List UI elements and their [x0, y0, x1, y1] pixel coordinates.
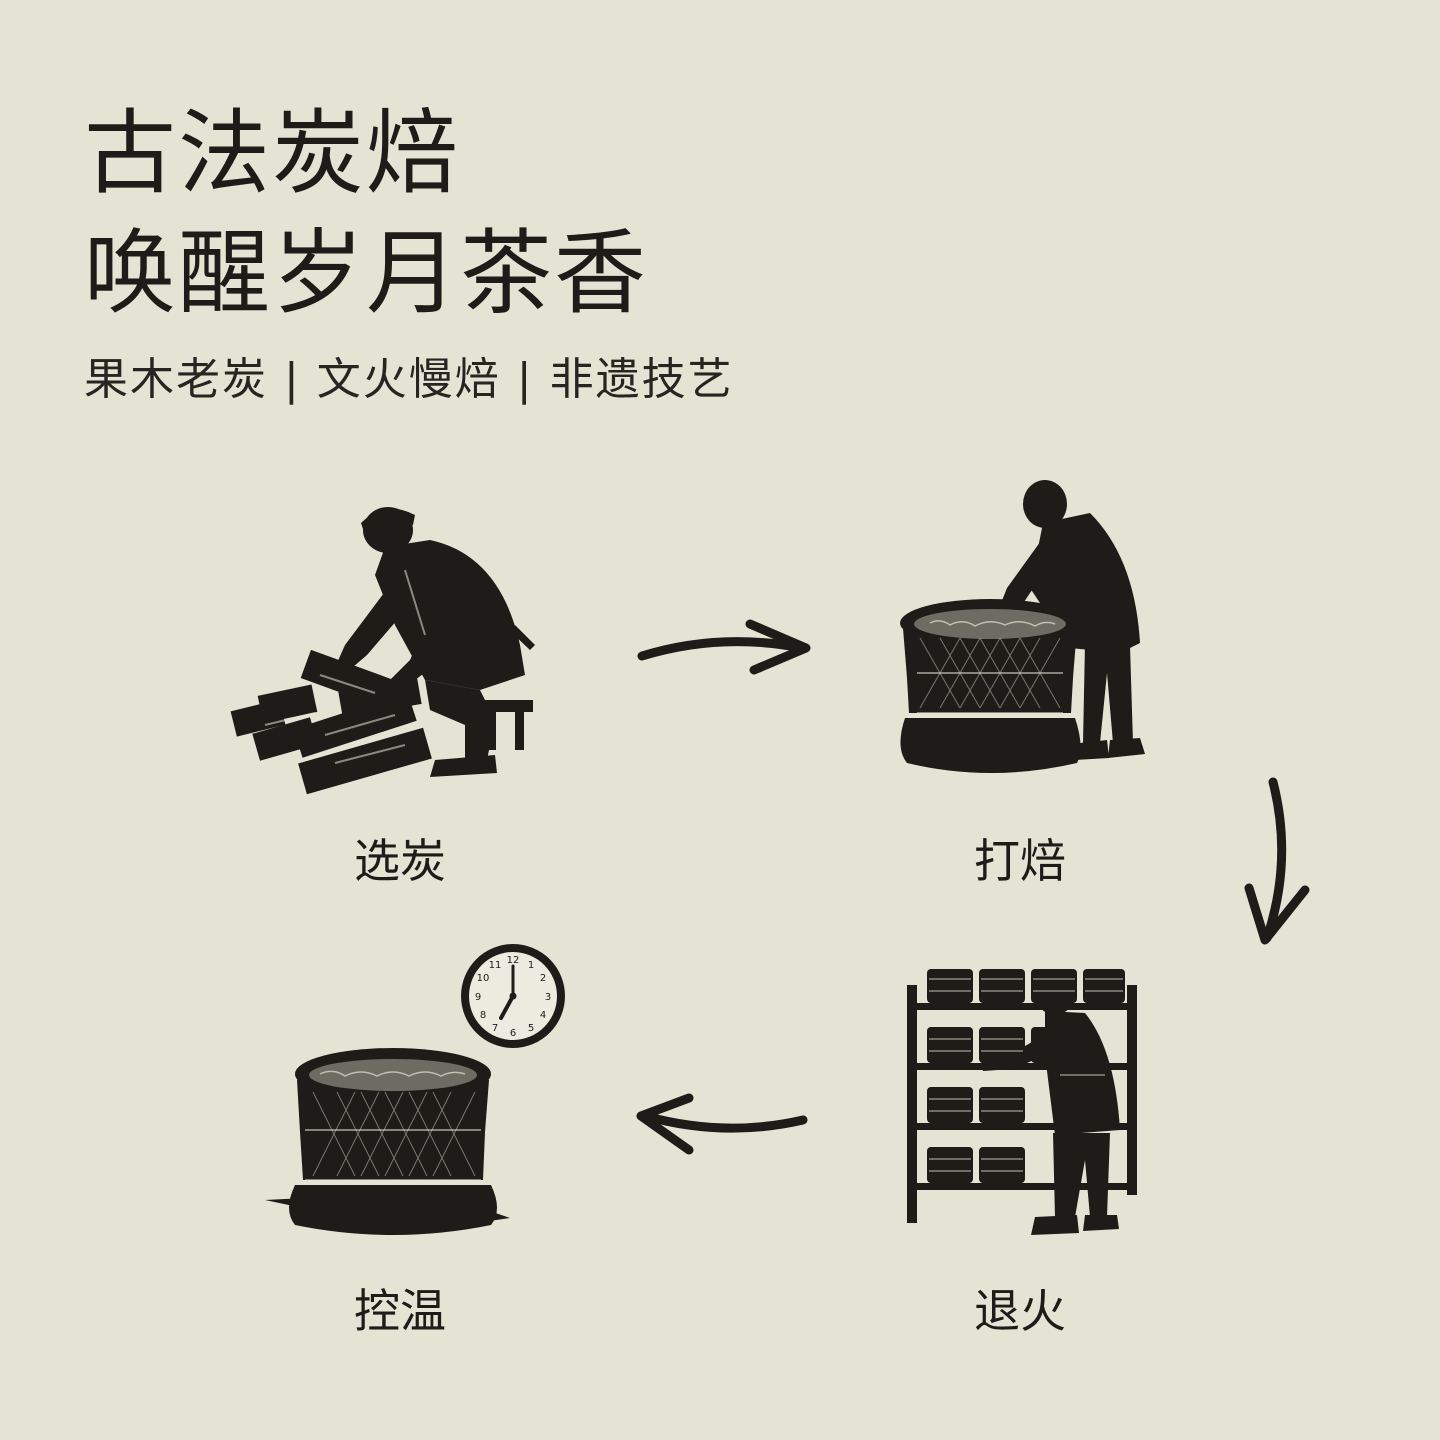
- step-label-temperature-control: 控温: [354, 1284, 446, 1338]
- clock-numeral: 7: [492, 1023, 498, 1034]
- basket-roasting-illustration: [900, 480, 1145, 773]
- clock-numeral: 9: [475, 992, 481, 1003]
- clock-numeral: 2: [540, 973, 546, 984]
- clock-numeral: 10: [477, 973, 490, 984]
- clock-numeral: 6: [510, 1028, 516, 1039]
- cooling-shelf-illustration: [907, 969, 1137, 1235]
- charcoal-selection-illustration: [230, 507, 535, 795]
- clock-numeral: 4: [540, 1010, 546, 1021]
- headline-line-1: 古法炭焙: [84, 100, 461, 207]
- flow-arrow-right-icon: [637, 619, 811, 675]
- clock-numeral: 8: [480, 1010, 486, 1021]
- clock-numeral: 3: [545, 992, 551, 1003]
- subtitle: 果木老炭 | 文火慢焙 | 非遗技艺: [84, 354, 734, 405]
- step-label-charcoal-selection: 选炭: [354, 834, 446, 888]
- step-label-basket-roasting: 打焙: [974, 834, 1066, 888]
- flow-arrow-left-icon: [636, 1093, 808, 1155]
- clock-numeral: 5: [528, 1023, 534, 1034]
- clock-numeral: 12: [507, 955, 520, 966]
- headline-line-2: 唤醒岁月茶香: [84, 220, 649, 327]
- temperature-control-illustration: [265, 1048, 510, 1235]
- clock-numeral: 1: [528, 960, 534, 971]
- clock-numeral: 11: [489, 960, 502, 971]
- flow-arrow-down-icon: [1244, 777, 1310, 945]
- step-label-cooling: 退火: [974, 1284, 1066, 1338]
- clock-icon: 12 1 2 3 4 5 6 7 8 9 10 11: [461, 944, 565, 1048]
